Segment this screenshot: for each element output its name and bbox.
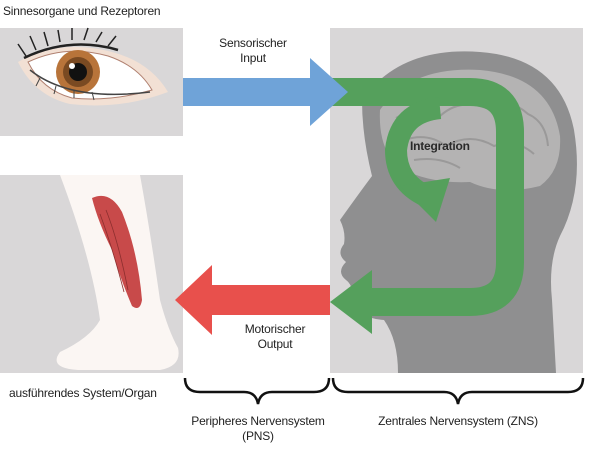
integration-label: Integration: [410, 139, 470, 153]
motor-output-line1: Motorischer: [244, 322, 306, 336]
calf-muscle: [92, 195, 142, 308]
sensory-input-line2: Input: [240, 51, 266, 65]
cns-label: Zentrales Nervensystem (ZNS): [378, 414, 538, 428]
cns-brace: [331, 377, 585, 405]
leg-icon: [56, 175, 179, 370]
sensory-input-line1: Sensorischer: [219, 36, 287, 50]
pns-label: Peripheres Nervensystem (PNS): [178, 414, 338, 444]
sense-organs-label: Sinnesorgane und Rezeptoren: [3, 4, 161, 18]
motor-output-line2: Output: [257, 337, 293, 351]
pns-brace: [183, 377, 331, 405]
motor-output-label: Motorischer Output: [222, 322, 328, 352]
motor-output-arrow: [175, 265, 330, 335]
eye-icon: [17, 27, 168, 106]
pns-line2: (PNS): [242, 429, 274, 443]
integration-arrow: [330, 78, 524, 334]
effector-label: ausführendes System/Organ: [9, 386, 157, 400]
pns-line1: Peripheres Nervensystem: [191, 414, 325, 428]
sensory-input-label: Sensorischer Input: [200, 36, 306, 66]
sensory-input-arrow: [183, 58, 348, 126]
